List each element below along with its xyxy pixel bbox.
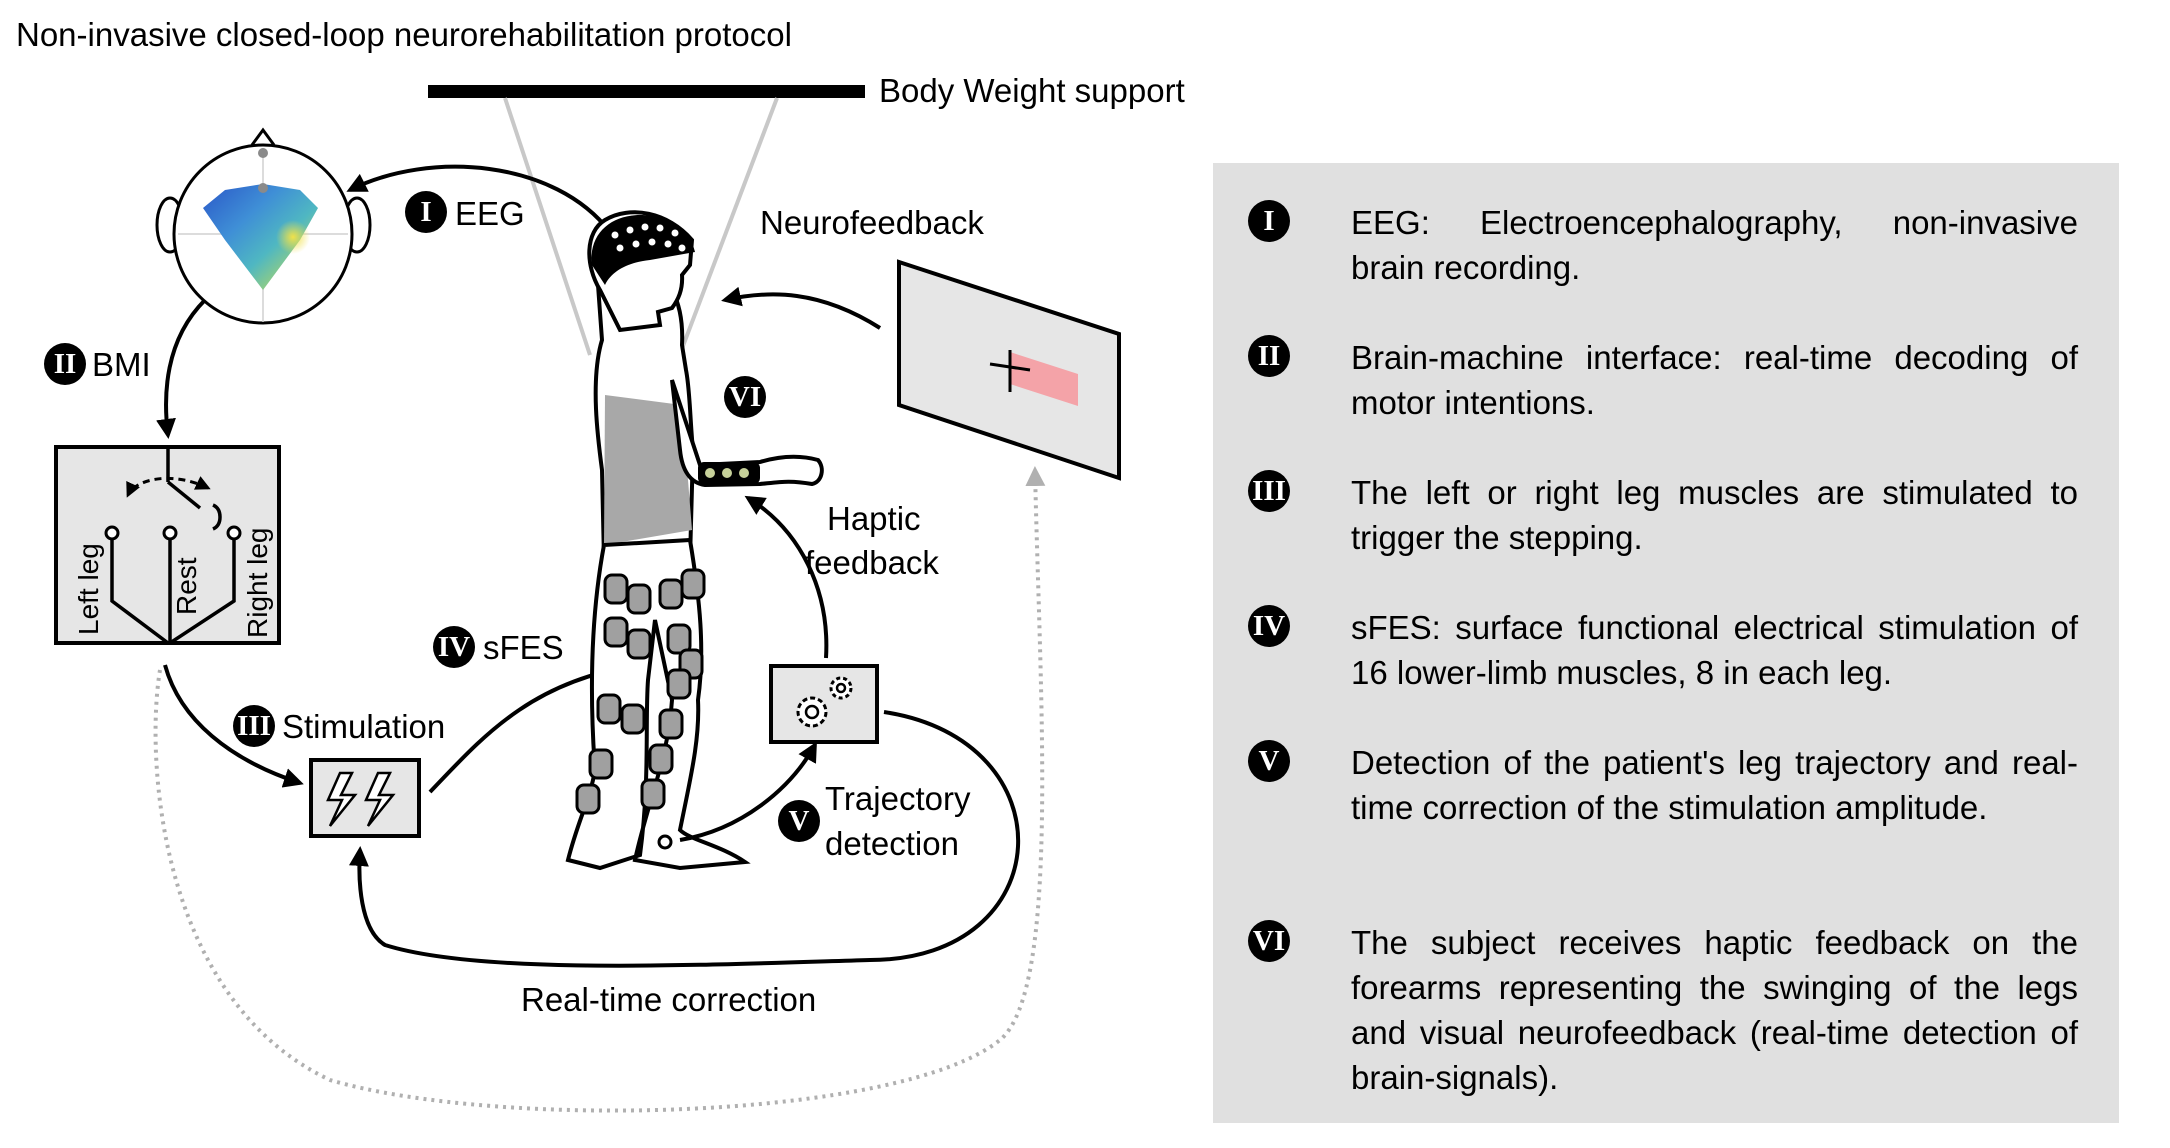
realtime-correction-arrow (348, 710, 1021, 968)
numeral-badge-four: IV (433, 626, 475, 668)
eeg-head-map (155, 127, 372, 325)
legend-text: The left or right leg muscles are stimul… (1351, 474, 2078, 556)
bmi-arrow (156, 298, 207, 439)
haptic-feedback-arrow (744, 495, 829, 659)
legend-text: The subject receives haptic feedback on … (1351, 924, 2078, 1096)
body-weight-support (428, 85, 865, 376)
bmi-option-left-leg: Left leg (73, 543, 104, 635)
stimulator-box (309, 758, 421, 838)
stimulation-arrow (163, 664, 304, 788)
legend-text: Detection of the patient's leg trajector… (1351, 744, 2078, 826)
legend-text: sFES: surface functional electrical stim… (1351, 609, 2078, 691)
neurofeedback-screen (897, 259, 1121, 481)
legend-numeral-badge: II (1248, 335, 1290, 377)
patient-figure (565, 210, 824, 871)
numeral-badge-five: V (778, 800, 820, 842)
haptic-feedback-label-line1: Haptic (827, 500, 921, 537)
eeg-arrow (346, 164, 612, 234)
eeg-label: EEG (455, 195, 525, 232)
numeral-badge-two: II (44, 343, 86, 385)
trajectory-label-line2: detection (825, 825, 959, 862)
stimulation-label: Stimulation (282, 708, 446, 745)
bmi-decision-box (54, 445, 281, 645)
bmi-option-right-leg: Right leg (242, 527, 273, 638)
numeral-badge-six: VI (724, 376, 766, 418)
legend-numeral-badge: III (1248, 470, 1290, 512)
bmi-option-rest: Rest (171, 557, 202, 615)
legend-numeral-badge: IV (1248, 605, 1290, 647)
sfes-label: sFES (483, 629, 564, 666)
legend-numeral-badge: I (1248, 200, 1290, 242)
neurofeedback-arrow (721, 286, 882, 330)
legend-numeral-badge: VI (1248, 920, 1290, 962)
realtime-correction-label: Real-time correction (521, 981, 817, 1018)
legend-text: EEG: Electroencephalography, non-invasiv… (1351, 204, 2078, 286)
diagram-title: Non-invasive closed-loop neurorehabilita… (16, 16, 792, 53)
controller-box (769, 664, 879, 744)
bmi-label: BMI (92, 346, 151, 383)
legend-numeral-badge: V (1248, 740, 1290, 782)
haptic-feedback-label-line2: feedback (805, 544, 939, 581)
trajectory-arrow (679, 741, 817, 842)
body-weight-support-label: Body Weight support (879, 72, 1185, 109)
neurofeedback-dotted-arrow (153, 466, 1046, 1113)
trajectory-label-line1: Trajectory (825, 780, 971, 817)
legend-text: Brain-machine interface: real-time decod… (1351, 339, 2078, 421)
numeral-badge-three: III (233, 705, 275, 747)
legend-panel: I EEG: Electroencephalography, non-invas… (1213, 163, 2119, 1123)
numeral-badge-one: I (405, 191, 447, 233)
neurofeedback-label: Neurofeedback (760, 204, 984, 241)
